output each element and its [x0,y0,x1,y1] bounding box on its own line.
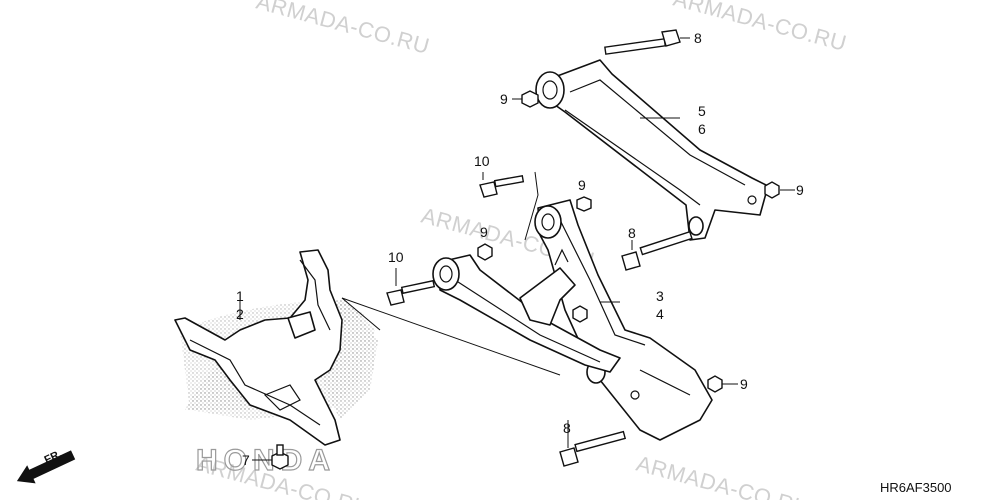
nut-9-e [707,375,723,393]
callout-9-b: 9 [578,177,586,193]
diagram-code: HR6AF3500 [880,480,952,495]
callout-10-lower: 10 [388,249,404,265]
nut-9-a [521,90,539,108]
upper-arm-5-6 [535,59,769,241]
callout-8-bottom: 8 [563,420,571,436]
rear-arm-lower [432,248,621,373]
callout-10-upper: 10 [474,153,490,169]
bolt-8-middle [621,230,693,271]
nut-9-b [576,196,592,212]
bolt-8-top [604,29,681,55]
callout-4: 4 [656,306,664,322]
nut-9-c [477,243,493,261]
callout-8-middle: 8 [628,225,636,241]
leader-lines [239,37,795,461]
callout-9-d: 9 [796,182,804,198]
callout-1: 1 [236,288,244,304]
callout-8-top: 8 [694,30,702,46]
callout-2: 2 [236,306,244,322]
callout-9-e: 9 [740,376,748,392]
bolt-10-lower [386,279,436,306]
bolt-10-upper [479,174,525,198]
arm-guard-1-2 [174,249,343,446]
watermark-bottom-right: ARMADA-CO.RU [634,451,813,500]
nut-9-d [764,181,780,199]
bolt-8-bottom [559,430,627,467]
callout-5: 5 [698,103,706,119]
watermark-top-right: ARMADA-CO.RU [671,0,850,56]
callout-3: 3 [656,288,664,304]
callout-9-a: 9 [500,91,508,107]
callout-9-c: 9 [480,224,488,240]
callout-7: 7 [242,452,250,468]
watermark-top: ARMADA-CO.RU [254,0,433,59]
callout-6: 6 [698,121,706,137]
screw-7 [271,444,289,470]
nut-9-f [572,305,588,323]
front-direction-arrow [16,450,76,484]
